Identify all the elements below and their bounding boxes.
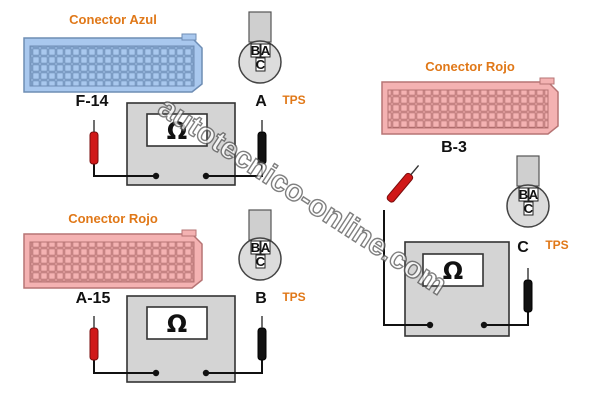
tps-label: TPS xyxy=(545,238,568,252)
ohmmeter-icon: Ω xyxy=(126,102,236,186)
blue-connector xyxy=(23,33,203,93)
sensor-pin-b: B xyxy=(251,43,260,58)
sensor-pin-tested: C xyxy=(517,239,529,256)
black-probe xyxy=(257,327,267,361)
connector-label: Conector Rojo xyxy=(68,211,158,226)
sensor-pin-c: C xyxy=(256,254,266,269)
ohmmeter-icon: Ω xyxy=(404,241,510,337)
sensor-pin-c: C xyxy=(256,57,266,72)
tps-label: TPS xyxy=(282,290,305,304)
red-connector xyxy=(23,229,203,289)
tps-label: TPS xyxy=(282,93,305,107)
panel-1: Conector Azul F-14 B A C A TPS Ω xyxy=(23,11,306,186)
pin-label: A-15 xyxy=(76,290,111,307)
panel-3: Conector Rojo B-3 B A C C TPS Ω xyxy=(381,59,569,337)
test-leads xyxy=(89,120,267,177)
tps-sensor: B A C xyxy=(238,209,282,281)
sensor-pin-b: B xyxy=(251,240,260,255)
sensor-pin-tested: B xyxy=(255,290,267,307)
red-probe xyxy=(89,327,99,361)
test-leads xyxy=(89,316,267,374)
sensor-pin-b: B xyxy=(519,187,528,202)
red-probe xyxy=(89,131,99,165)
test-leads xyxy=(383,165,533,326)
pin-label: F-14 xyxy=(76,93,109,110)
tps-sensor: B A C xyxy=(238,11,282,84)
sensor-pin-tested: A xyxy=(255,93,267,110)
ohm-symbol: Ω xyxy=(167,117,187,145)
ohm-symbol: Ω xyxy=(443,257,463,285)
panel-2: Conector Rojo A-15 B A C B TPS Ω xyxy=(23,209,306,383)
red-probe xyxy=(386,165,420,203)
sensor-pin-a: A xyxy=(261,43,271,58)
ohm-symbol: Ω xyxy=(167,310,187,338)
tps-sensor: B A C xyxy=(506,155,550,228)
sensor-pin-c: C xyxy=(524,201,534,216)
sensor-pin-a: A xyxy=(529,187,539,202)
ohmmeter-icon: Ω xyxy=(126,295,236,383)
pin-label: B-3 xyxy=(441,139,467,156)
red-connector xyxy=(381,77,559,135)
black-probe xyxy=(523,279,533,313)
connector-label: Conector Rojo xyxy=(425,59,515,74)
sensor-pin-a: A xyxy=(261,240,271,255)
connector-label: Conector Azul xyxy=(69,12,157,27)
